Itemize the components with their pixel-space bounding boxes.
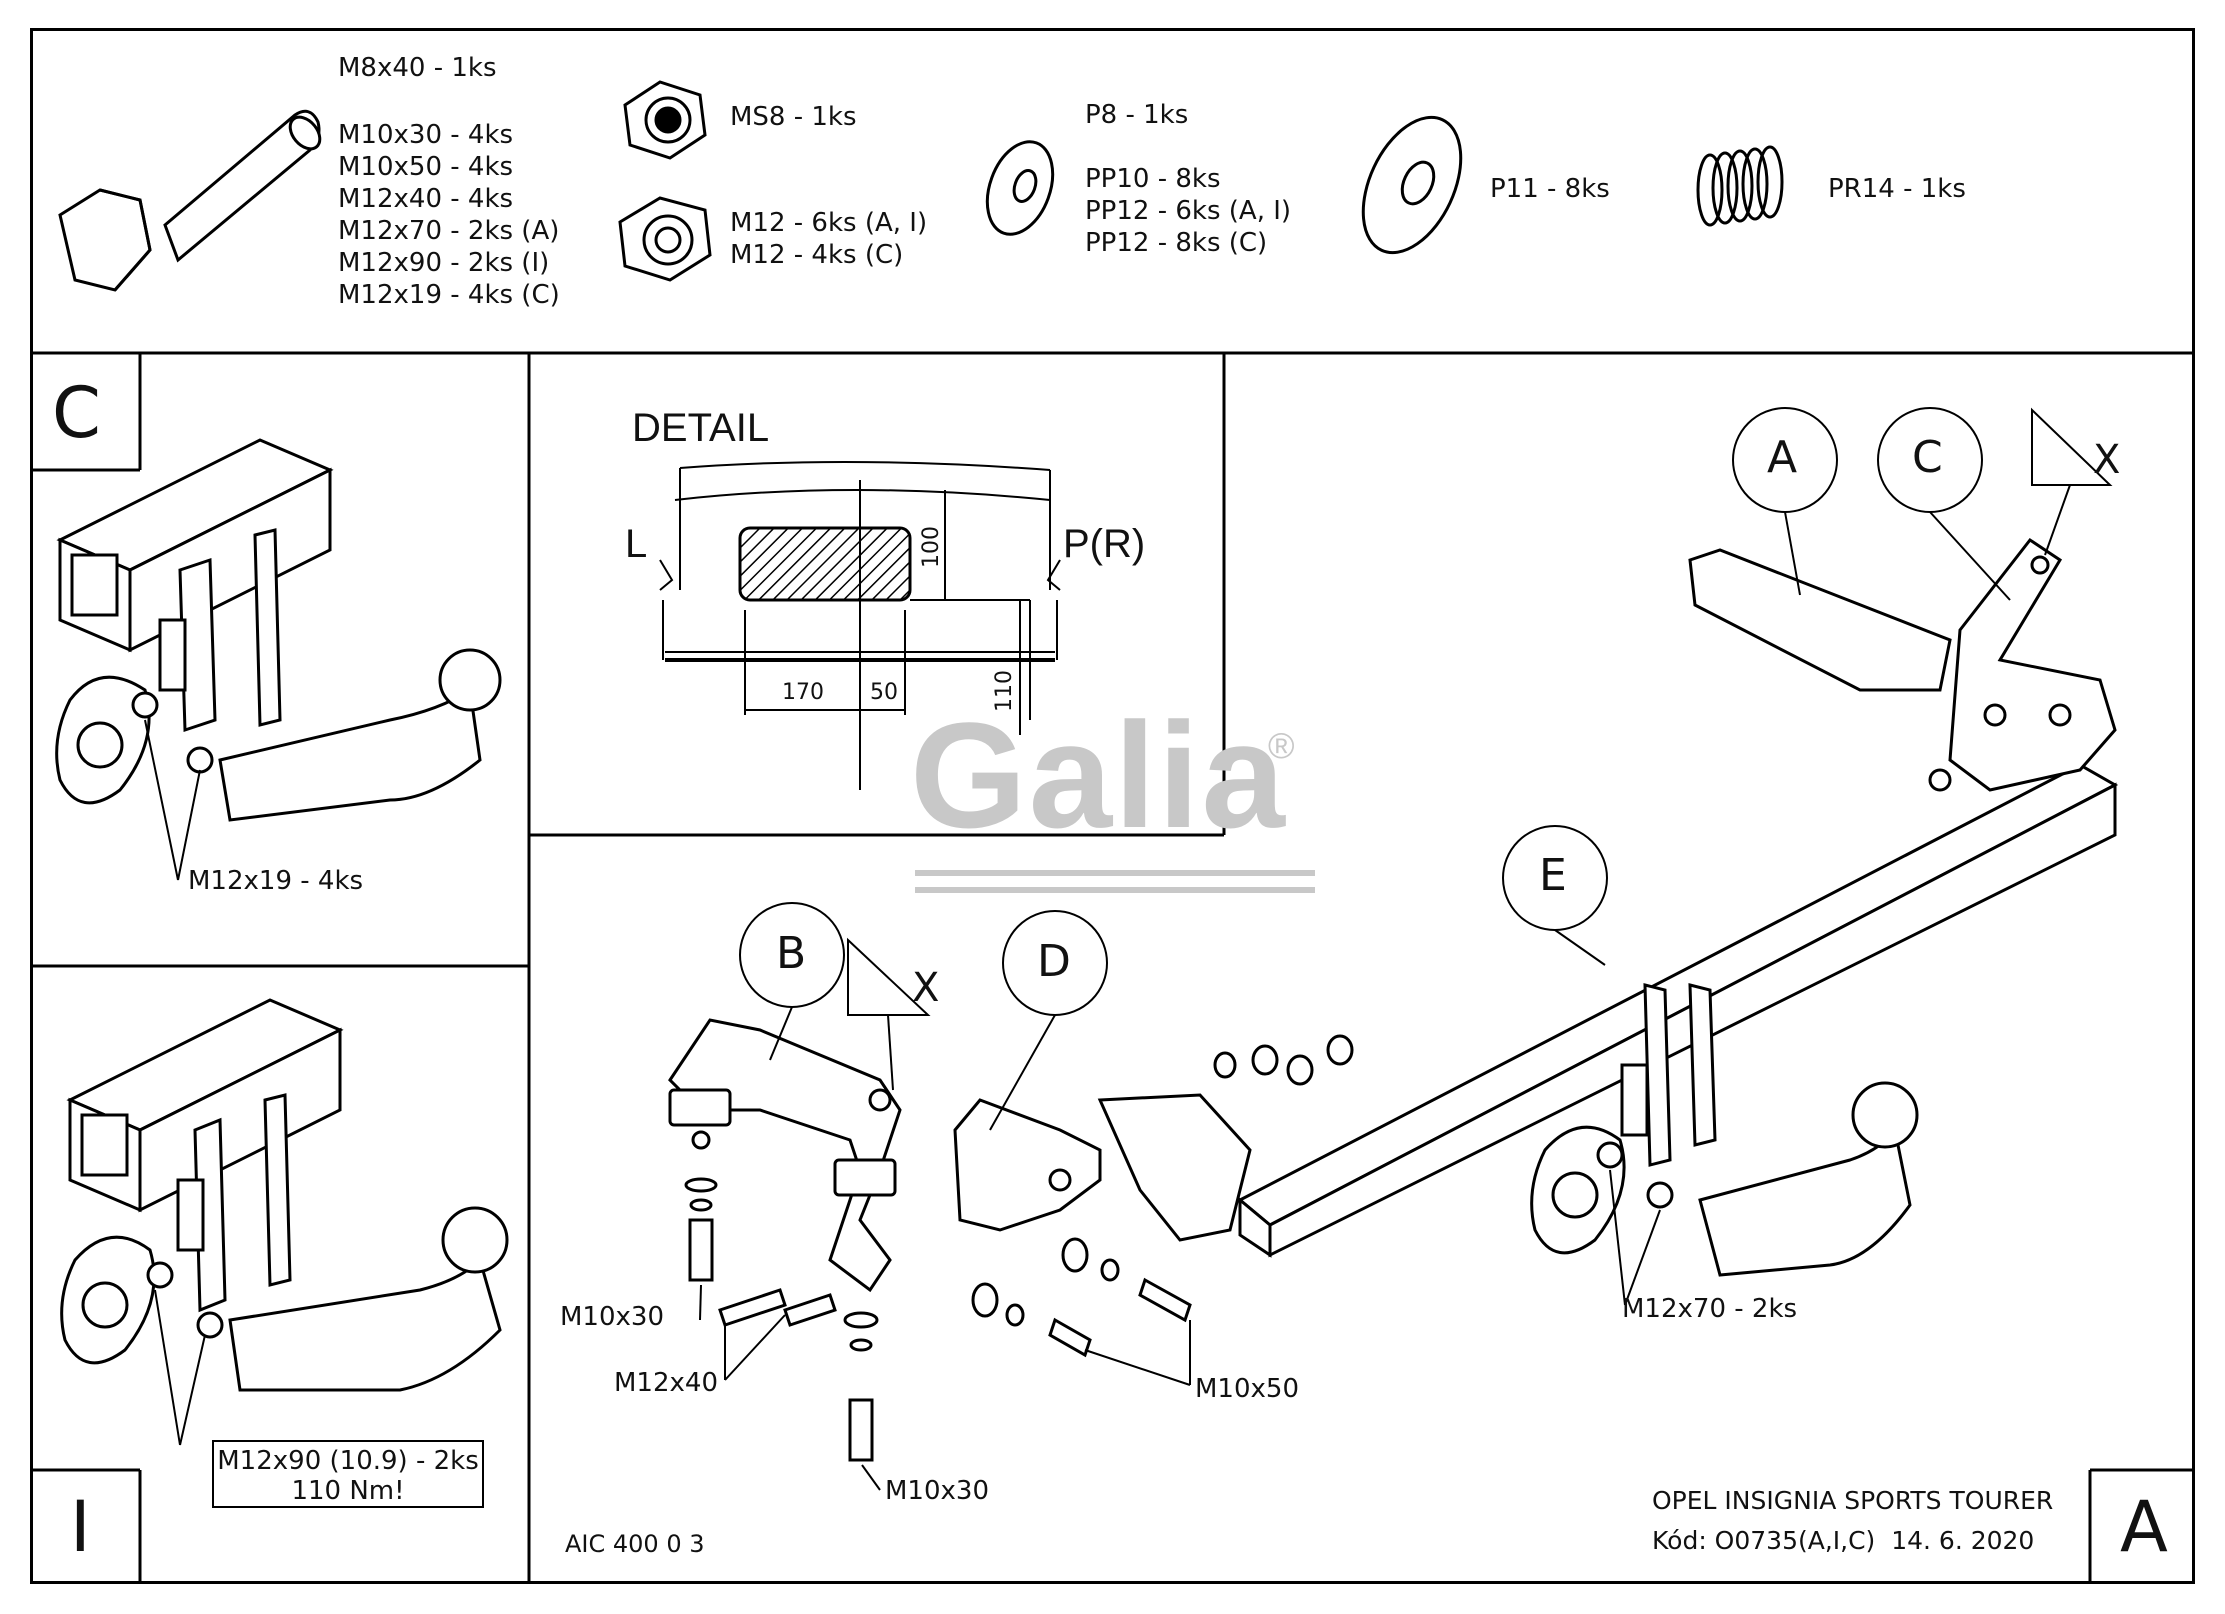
galia-registered-mark: ®: [1268, 725, 1295, 766]
washer-pp-spec-2: PP12 - 6ks (A, I): [1085, 196, 1292, 226]
nut-m12-spec-1: M12 - 6ks (A, I): [730, 208, 928, 238]
washer-icon-p11: [1361, 115, 1463, 255]
spring-icon-pr14: [1696, 145, 1784, 227]
panel-letter-a: A: [2120, 1486, 2168, 1568]
washer-pp-spec-3: PP12 - 8ks (C): [1085, 228, 1268, 258]
nut-m12-spec-2: M12 - 4ks (C): [730, 240, 904, 270]
vehicle-name: OPEL INSIGNIA SPORTS TOURER: [1652, 1486, 2054, 1515]
nut-icon-m12: [618, 196, 712, 282]
nut-ms8-spec: MS8 - 1ks: [730, 102, 857, 132]
bolt-label-m10x50: M10x50: [1195, 1374, 1299, 1404]
towbar-i-illustration: [60, 998, 509, 1392]
detail-dim-50: 50: [870, 680, 898, 705]
detail-diagram: [659, 460, 1061, 790]
callout-e: E: [1539, 850, 1567, 901]
bolt-spec-1: M8x40 - 1ks: [338, 53, 497, 83]
bolt-label-m10x30-bottom: M10x30: [885, 1476, 989, 1506]
bolt-spec-3: M10x50 - 4ks: [338, 152, 514, 182]
panel-i-bolt-label-line2: 110 Nm!: [291, 1476, 405, 1506]
callout-c: C: [1912, 432, 1943, 483]
panel-i-bolt-label-box: M12x90 (10.9) - 2ks 110 Nm!: [212, 1440, 484, 1508]
nut-icon-ms8: [623, 80, 707, 160]
bolt-spec-4: M12x40 - 4ks: [338, 184, 514, 214]
detail-hatched-hole: [738, 526, 912, 602]
callout-x-right: X: [2093, 437, 2121, 483]
bolt-spec-2: M10x30 - 4ks: [338, 120, 514, 150]
detail-dimensions: [744, 490, 1021, 735]
bolt-spec-6: M12x90 - 2ks (I): [338, 248, 550, 278]
detail-dim-170: 170: [782, 680, 824, 705]
panel-c-bolt-label: M12x19 - 4ks: [188, 866, 364, 896]
washer-icon-p8: [985, 140, 1055, 236]
main-assembly: [668, 537, 2119, 1462]
bolt-label-m12x40: M12x40: [614, 1368, 718, 1398]
detail-title: DETAIL: [632, 406, 770, 450]
panel-letter-c: C: [52, 372, 101, 454]
drawing-frame: [30, 28, 2195, 1584]
panel-letter-i: I: [70, 1486, 91, 1568]
galia-watermark: Galia: [910, 691, 1287, 859]
bolt-spec-7: M12x19 - 4ks (C): [338, 280, 560, 310]
bolt-icon: [58, 109, 322, 292]
washer-p8-spec: P8 - 1ks: [1085, 100, 1189, 130]
bolt-label-m12x70: M12x70 - 2ks: [1622, 1294, 1798, 1324]
detail-left-label: L: [625, 522, 648, 566]
callout-x-left: X: [912, 965, 940, 1011]
towbar-c-illustration: [55, 438, 502, 822]
panel-i-bolt-label-line1: M12x90 (10.9) - 2ks: [217, 1446, 479, 1476]
drawing-code: AIC 400 0 3: [565, 1530, 705, 1558]
spring-pr14-spec: PR14 - 1ks: [1828, 174, 1966, 204]
callout-d: D: [1037, 936, 1071, 987]
bolt-spec-5: M12x70 - 2ks (A): [338, 216, 560, 246]
callout-a: A: [1767, 432, 1798, 483]
callout-triangle-x-right: [2031, 407, 2113, 486]
detail-right-label: P(R): [1063, 522, 1146, 566]
code-and-date: Kód: O0735(A,I,C) 14. 6. 2020: [1652, 1526, 2035, 1555]
bolt-label-m10x30-left: M10x30: [560, 1302, 664, 1332]
washer-pp-spec-1: PP10 - 8ks: [1085, 164, 1221, 194]
washer-p11-spec: P11 - 8ks: [1490, 174, 1610, 204]
callout-b: B: [776, 928, 807, 979]
